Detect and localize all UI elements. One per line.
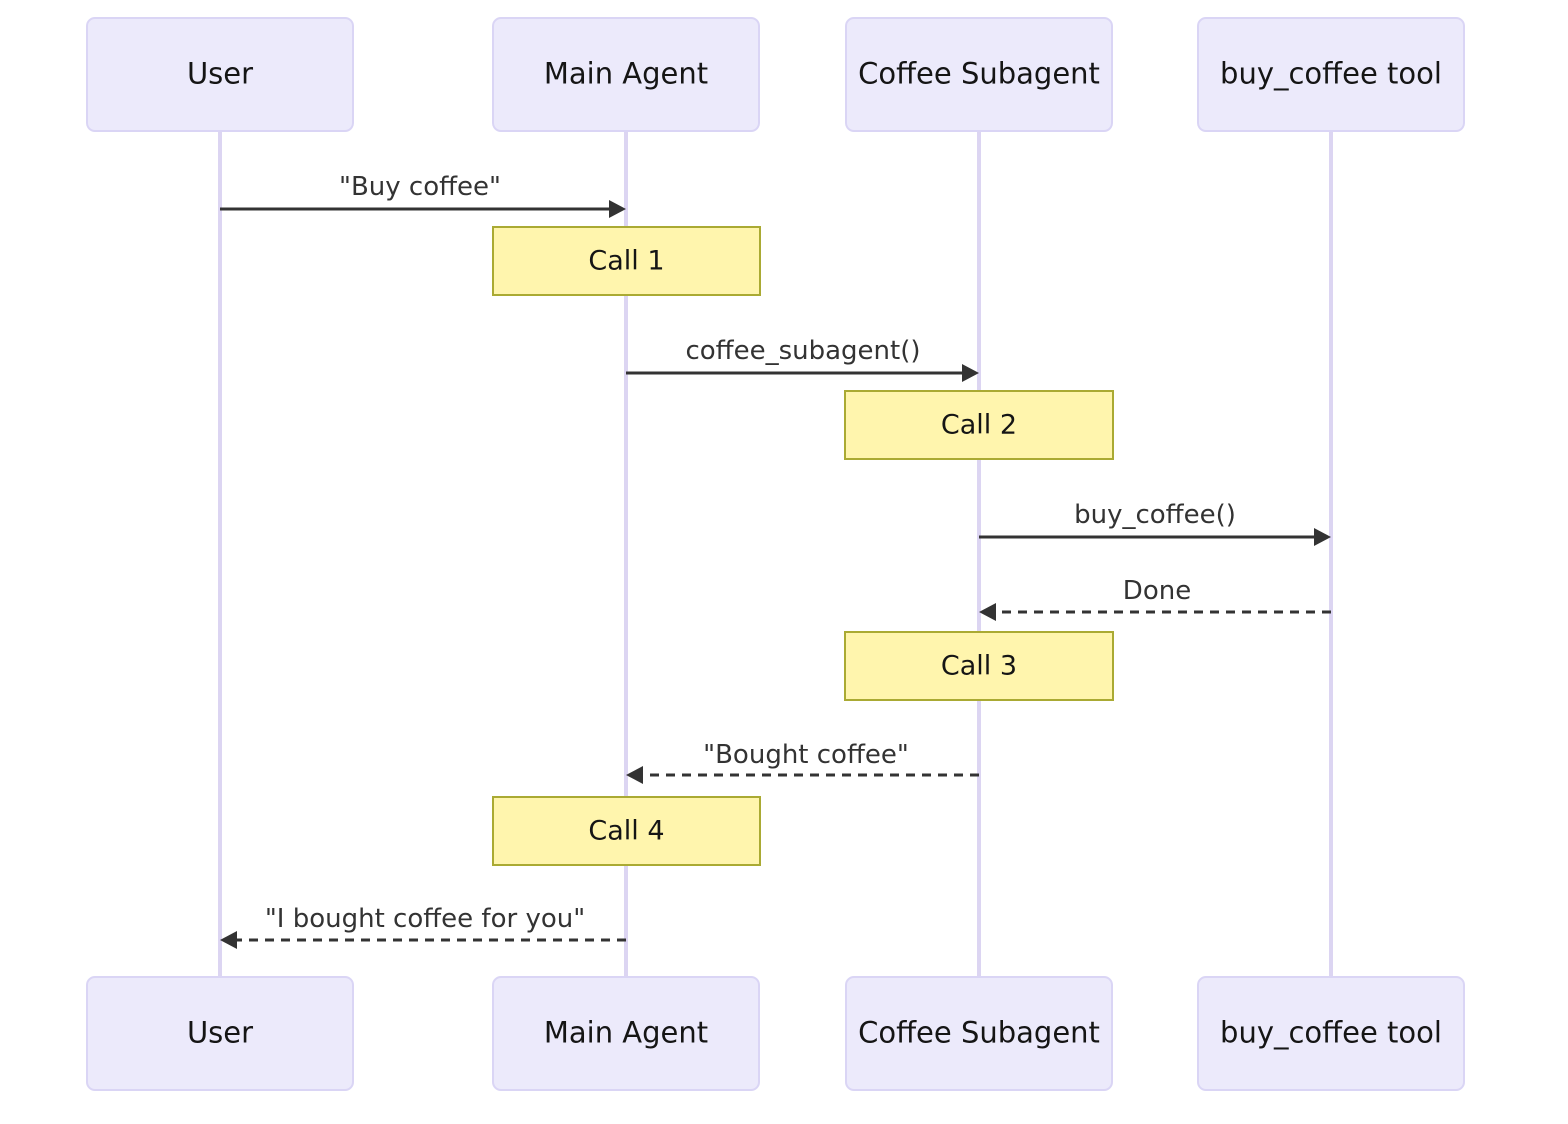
participant-main_agent-bottom[interactable]: Main Agent	[492, 976, 760, 1091]
participant-user-top[interactable]: User	[86, 17, 354, 132]
message-3[interactable]: buy_coffee()	[979, 500, 1331, 546]
actors-top-layer: User Main Agent Coffee Subagent buy_coffee …	[86, 17, 1465, 132]
participant-coffee_subagent-bottom[interactable]: Coffee Subagent	[845, 976, 1113, 1091]
note-call-1[interactable]: Call 1	[492, 226, 761, 296]
participant-label: Coffee Subagent	[858, 1016, 1100, 1050]
participant-box	[492, 976, 760, 1091]
participant-box	[845, 976, 1113, 1091]
message-5[interactable]: "Bought coffee"	[626, 740, 979, 784]
participant-coffee_subagent-top[interactable]: Coffee Subagent	[845, 17, 1113, 132]
participant-main_agent-top[interactable]: Main Agent	[492, 17, 760, 132]
message-label: coffee_subagent()	[685, 336, 920, 366]
participant-buy_coffee_tool-top[interactable]: buy_coffee tool	[1197, 17, 1465, 132]
message-arrowhead	[962, 364, 979, 382]
message-6[interactable]: "I bought coffee for you"	[220, 904, 626, 949]
message-1[interactable]: "Buy coffee"	[220, 172, 626, 218]
actors-bottom-layer: User Main Agent Coffee Subagent buy_coffee …	[86, 976, 1465, 1091]
message-arrowhead	[979, 603, 996, 621]
message-label: "Bought coffee"	[703, 740, 909, 770]
note-label: Call 4	[588, 816, 664, 847]
participant-box	[845, 17, 1113, 132]
note-label: Call 1	[588, 246, 664, 277]
note-call-3[interactable]: Call 3	[844, 631, 1114, 701]
message-arrowhead	[626, 766, 643, 784]
message-label: "I bought coffee for you"	[265, 904, 585, 934]
message-arrowhead	[1314, 528, 1331, 546]
participant-box	[1197, 976, 1465, 1091]
participant-label: Main Agent	[544, 1016, 708, 1050]
participant-label: buy_coffee tool	[1220, 57, 1442, 91]
note-call-4[interactable]: Call 4	[492, 796, 761, 866]
note-box	[492, 796, 761, 866]
participant-buy_coffee_tool-bottom[interactable]: buy_coffee tool	[1197, 976, 1465, 1091]
participant-box	[1197, 17, 1465, 132]
note-call-2[interactable]: Call 2	[844, 390, 1114, 460]
participant-label: Main Agent	[544, 57, 708, 91]
participant-box	[492, 17, 760, 132]
message-arrowhead	[609, 200, 626, 218]
message-label: buy_coffee()	[1074, 500, 1236, 530]
notes-layer: Call 1 Call 2 Call 3 Call 4	[492, 226, 1114, 866]
note-label: Call 2	[941, 410, 1017, 441]
participant-box	[86, 17, 354, 132]
participant-user-bottom[interactable]: User	[86, 976, 354, 1091]
participant-label: Coffee Subagent	[858, 57, 1100, 91]
message-label: Done	[1123, 576, 1191, 606]
participant-label: User	[187, 57, 253, 91]
message-2[interactable]: coffee_subagent()	[626, 336, 979, 382]
participant-label: buy_coffee tool	[1220, 1016, 1442, 1050]
note-box	[844, 631, 1114, 701]
note-box	[844, 390, 1114, 460]
message-label: "Buy coffee"	[339, 172, 501, 202]
participant-box	[86, 976, 354, 1091]
note-box	[492, 226, 761, 296]
messages-layer: "Buy coffee" coffee_subagent() buy_coffee(…	[220, 172, 1331, 949]
note-label: Call 3	[941, 651, 1017, 682]
participant-label: User	[187, 1016, 253, 1050]
lifelines-layer	[218, 131, 1333, 977]
message-arrowhead	[220, 931, 237, 949]
message-4[interactable]: Done	[979, 576, 1331, 621]
